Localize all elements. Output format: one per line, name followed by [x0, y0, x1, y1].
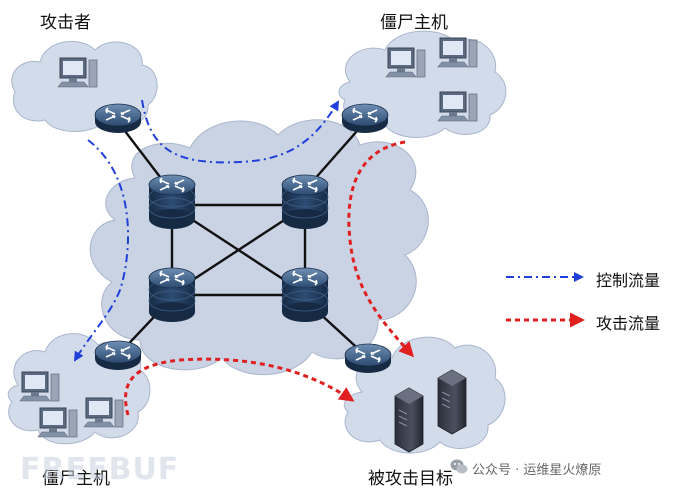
legend-attack-flow-label: 攻击流量	[596, 314, 661, 333]
zombie-top-label: 僵尸主机	[380, 13, 448, 33]
core-router-top-left	[148, 174, 196, 230]
zombie-pc-icon	[83, 397, 124, 428]
zombie-pc-icon	[437, 91, 478, 122]
target-server-icon	[394, 387, 424, 453]
zombie-pc-icon	[437, 37, 478, 68]
wechat-icon	[450, 459, 468, 474]
legend-control-flow-label: 控制流量	[596, 271, 661, 290]
attack-flow-paths	[124, 140, 415, 416]
zombie-bottom-label: 僵尸主机	[42, 469, 110, 489]
freebuf-watermark: FREEBUF	[20, 452, 180, 487]
router-target	[344, 343, 392, 374]
attacker-pc-icon	[57, 57, 98, 88]
router-zombie-top	[341, 103, 389, 134]
attacker-label: 攻击者	[40, 13, 91, 33]
target-label: 被攻击目标	[368, 469, 453, 489]
core-router-bottom-right	[281, 267, 329, 323]
core-router-bottom-left	[148, 267, 196, 323]
zombie-pc-icon	[37, 407, 78, 438]
control-flow-paths	[73, 99, 340, 362]
account-watermark: 公众号 · 运维星火燎原	[472, 463, 602, 478]
zombie-pc-icon	[19, 371, 60, 402]
router-attacker	[94, 103, 142, 134]
internet-cloud	[89, 119, 429, 376]
router-zombie-bottom	[94, 340, 142, 371]
zombie-pc-icon	[385, 47, 426, 78]
legend	[506, 272, 585, 328]
target-server-icon	[437, 369, 467, 435]
core-router-top-right	[281, 174, 329, 230]
